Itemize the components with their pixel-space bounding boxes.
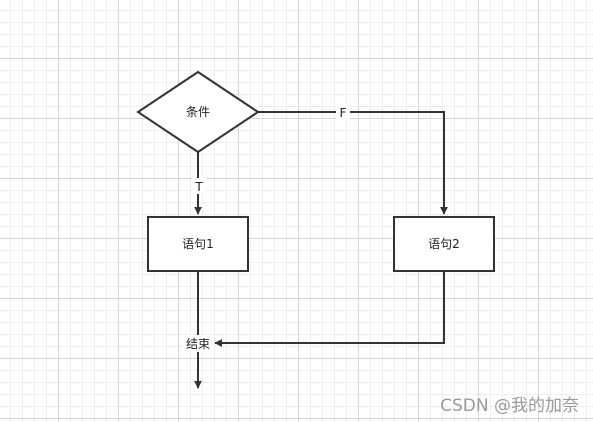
statement2-label: 语句2	[428, 237, 460, 251]
csdn-watermark: CSDN @我的加奈	[440, 396, 579, 416]
condition-diamond[interactable]	[136, 70, 260, 154]
statement2-box[interactable]	[393, 216, 495, 272]
condition-label: 条件	[186, 105, 210, 119]
statement1-box[interactable]	[147, 216, 249, 272]
end-label-bg	[182, 335, 214, 352]
edge-true-label-bg	[192, 178, 206, 194]
statement1-label: 语句1	[182, 237, 214, 251]
edge-false-label-bg	[336, 104, 350, 120]
edge-false-label: F	[340, 106, 347, 120]
edge-false	[258, 111, 448, 215]
end-label: 结束	[186, 337, 210, 351]
edge-true-label: T	[194, 180, 203, 194]
edge-statement2-to-end	[214, 271, 445, 347]
